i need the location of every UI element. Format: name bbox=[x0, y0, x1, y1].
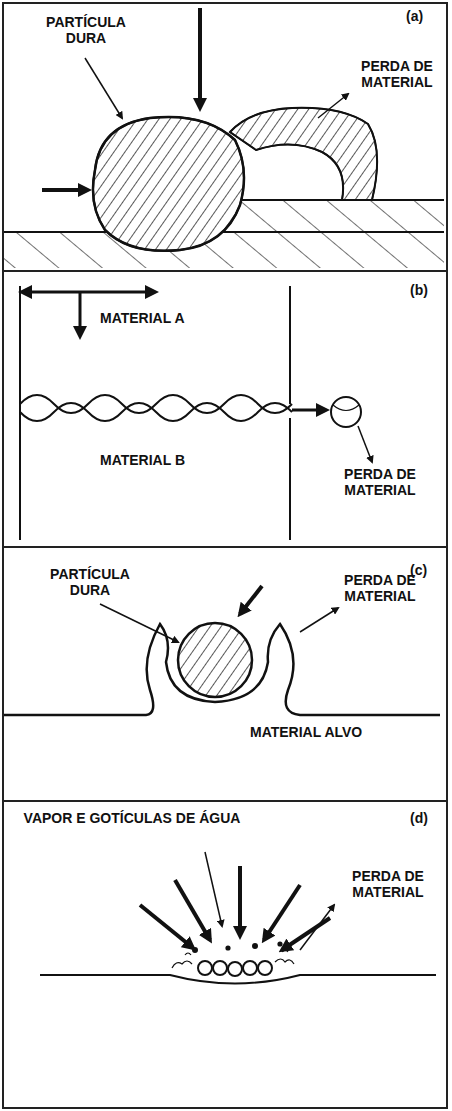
callout-label: PERDA DE MATERIAL bbox=[350, 58, 444, 90]
panel-c: PARTÍCULA DURA(c)PERDA DE MATERIALMATERI… bbox=[2, 546, 448, 802]
callout-label: PARTÍCULA DURA bbox=[26, 14, 146, 46]
callout-label: VAPOR E GOTÍCULAS DE ÁGUA bbox=[22, 810, 242, 826]
callout-label: MATERIAL B bbox=[100, 452, 230, 468]
panel-b-art bbox=[20, 286, 372, 540]
panel-a-art bbox=[4, 8, 444, 268]
panel-a: PARTÍCULA DURA (a) PERDA DE MATERIAL bbox=[2, 2, 448, 272]
panel-letter: (b) bbox=[410, 282, 444, 298]
callout-label: PERDA DE MATERIAL bbox=[330, 466, 430, 498]
callout-label: MATERIAL ALVO bbox=[250, 724, 410, 740]
panel-letter: (d) bbox=[410, 810, 444, 826]
panel-b: (b) MATERIAL A MATERIAL B PERDA DE MATERIAL bbox=[2, 270, 448, 548]
callout-label: PERDA DE MATERIAL bbox=[338, 868, 438, 900]
panel-letter: (a) bbox=[406, 8, 442, 24]
panel-c-art bbox=[4, 586, 440, 715]
panel-d: VAPOR E GOTÍCULAS DE ÁGUA (d) PERDA DE MAT… bbox=[2, 800, 448, 1109]
callout-label: MATERIAL A bbox=[100, 310, 230, 326]
callout-label: PERDA DE MATERIAL bbox=[330, 572, 430, 604]
callout-label: PARTÍCULA DURA bbox=[30, 566, 150, 598]
